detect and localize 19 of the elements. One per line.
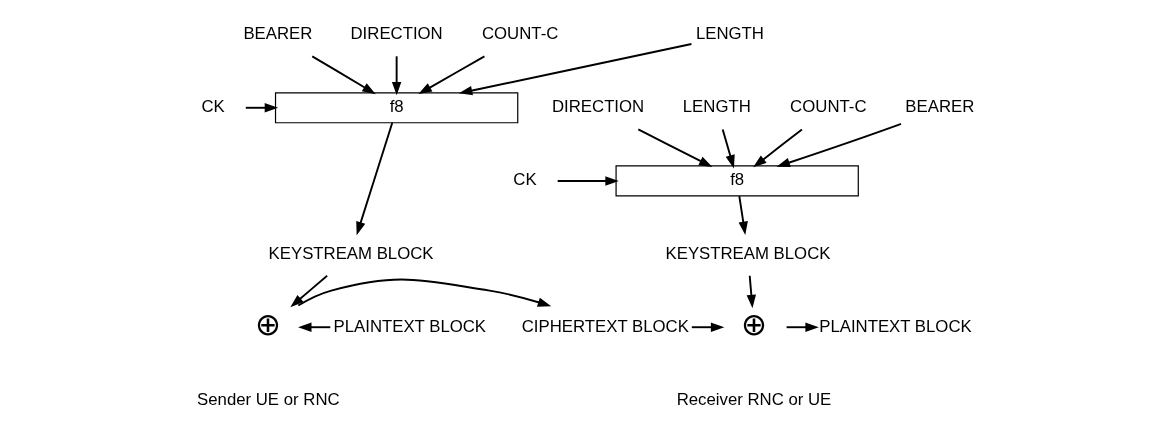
node-text: COUNT-C [481, 24, 559, 44]
node-text: ⊕ [255, 306, 282, 342]
node-text: KEYSTREAM BLOCK [268, 243, 434, 263]
node-text: DIRECTION [350, 24, 443, 44]
node-text: PLAINTEXT BLOCK [333, 316, 487, 336]
node-text: BEARER [905, 97, 975, 117]
node-text: LENGTH [695, 24, 764, 44]
node-text: PLAINTEXT BLOCK [819, 316, 972, 336]
node-text: DIRECTION [551, 97, 645, 117]
node-text: CIPHERTEXT BLOCK [521, 316, 689, 336]
node-text: BEARER [243, 24, 313, 44]
node-text: CK [201, 97, 225, 117]
node-text: ⊕ [740, 306, 767, 342]
node-text: KEYSTREAM BLOCK [665, 243, 831, 263]
node-label: Receiver RNC or UE [676, 389, 832, 409]
node-label: Sender UE or RNC [197, 389, 340, 409]
node-text: CK [513, 170, 537, 190]
node-text: LENGTH [682, 97, 751, 117]
node-text: COUNT-C [790, 97, 867, 117]
